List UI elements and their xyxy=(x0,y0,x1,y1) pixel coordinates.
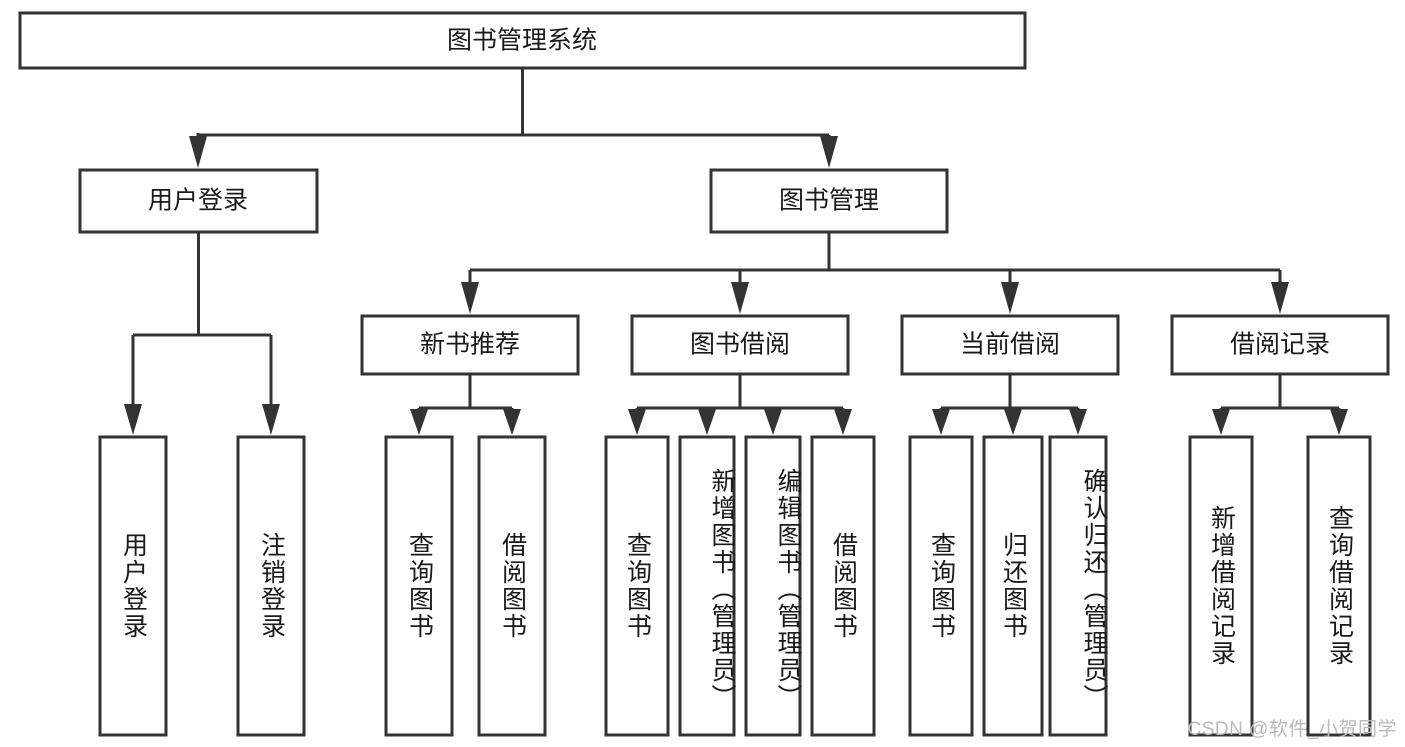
connector-group-currentborrow-children xyxy=(932,374,1087,435)
arrowhead-leaf-4 xyxy=(503,409,521,435)
arrowhead-to-borrow-record xyxy=(1271,282,1289,314)
node-current-borrow-label: 当前借阅 xyxy=(960,331,1060,359)
node-root[interactable]: 图书管理系统 xyxy=(18,11,1027,70)
leaf-box-return-book[interactable] xyxy=(982,435,1044,737)
arrowhead-leaf-2 xyxy=(262,404,280,435)
arrowhead-leaf-8 xyxy=(834,409,852,435)
node-book-borrow[interactable]: 图书借阅 xyxy=(630,314,850,376)
node-book-manage[interactable]: 图书管理 xyxy=(709,168,949,234)
node-root-label: 图书管理系统 xyxy=(447,27,597,55)
leaf-box-confirm-return-admin[interactable] xyxy=(1048,435,1108,737)
node-root-box[interactable] xyxy=(18,11,1027,70)
node-current-borrow-box[interactable] xyxy=(900,314,1120,376)
arrowhead-leaf-5 xyxy=(628,409,646,435)
leaf-box-user-login[interactable] xyxy=(98,435,168,737)
node-borrow-record-label: 借阅记录 xyxy=(1230,331,1330,359)
arrowhead-leaf-7 xyxy=(764,409,782,435)
node-user-login-box[interactable] xyxy=(78,168,319,234)
arrowhead-leaf-12 xyxy=(1212,409,1230,435)
arrowhead-to-user-login xyxy=(189,136,207,168)
node-new-book-recommend[interactable]: 新书推荐 xyxy=(360,314,580,376)
node-book-manage-label: 图书管理 xyxy=(779,187,879,215)
leaf-box-edit-book-admin[interactable] xyxy=(744,435,802,737)
arrowhead-to-book-borrow xyxy=(731,282,749,314)
arrowhead-leaf-9 xyxy=(932,409,950,435)
connector-group-bookmanage-children xyxy=(461,232,1289,314)
arrowhead-leaf-11 xyxy=(1069,409,1087,435)
leaf-box-group xyxy=(98,435,1372,737)
node-book-borrow-label: 图书借阅 xyxy=(690,331,790,359)
leaf-box-query-book-rec[interactable] xyxy=(384,435,454,737)
node-current-borrow[interactable]: 当前借阅 xyxy=(900,314,1120,376)
arrowhead-leaf-10 xyxy=(1004,409,1022,435)
leaf-box-borrow-book[interactable] xyxy=(810,435,876,737)
leaf-box-query-borrow-record[interactable] xyxy=(1306,435,1372,737)
arrowhead-leaf-6 xyxy=(698,409,716,435)
connector-group-root-to-level2 xyxy=(189,68,838,168)
leaf-box-logout-login[interactable] xyxy=(236,435,306,737)
leaf-box-borrow-book-rec[interactable] xyxy=(477,435,547,737)
arrowhead-to-book-manage xyxy=(820,136,838,168)
node-user-login-label: 用户登录 xyxy=(148,187,248,215)
arrowhead-leaf-3 xyxy=(410,409,428,435)
node-borrow-record-box[interactable] xyxy=(1170,314,1390,376)
connector-group-bookborrow-children xyxy=(628,374,852,435)
csdn-watermark: CSDN @软件_小贺同学 xyxy=(1187,719,1397,740)
connector-group-borrowrecord-children xyxy=(1212,374,1348,435)
arrowhead-to-new-book-rec xyxy=(461,282,479,314)
node-user-login[interactable]: 用户登录 xyxy=(78,168,319,234)
leaf-box-add-book-admin[interactable] xyxy=(678,435,736,737)
connector-group-newbookrec-children xyxy=(410,374,521,435)
connector-group-userlogin-children xyxy=(124,232,280,435)
leaf-box-query-book-current[interactable] xyxy=(908,435,974,737)
leaf-box-add-borrow-record[interactable] xyxy=(1188,435,1254,737)
node-borrow-record[interactable]: 借阅记录 xyxy=(1170,314,1390,376)
arrowhead-leaf-1 xyxy=(124,404,142,435)
leaf-box-query-book-borrow[interactable] xyxy=(604,435,670,737)
node-book-manage-box[interactable] xyxy=(709,168,949,234)
node-book-borrow-box[interactable] xyxy=(630,314,850,376)
node-new-book-recommend-label: 新书推荐 xyxy=(420,331,520,359)
arrowhead-to-current-borrow xyxy=(1001,282,1019,314)
node-new-book-recommend-box[interactable] xyxy=(360,314,580,376)
arrowhead-leaf-13 xyxy=(1330,409,1348,435)
